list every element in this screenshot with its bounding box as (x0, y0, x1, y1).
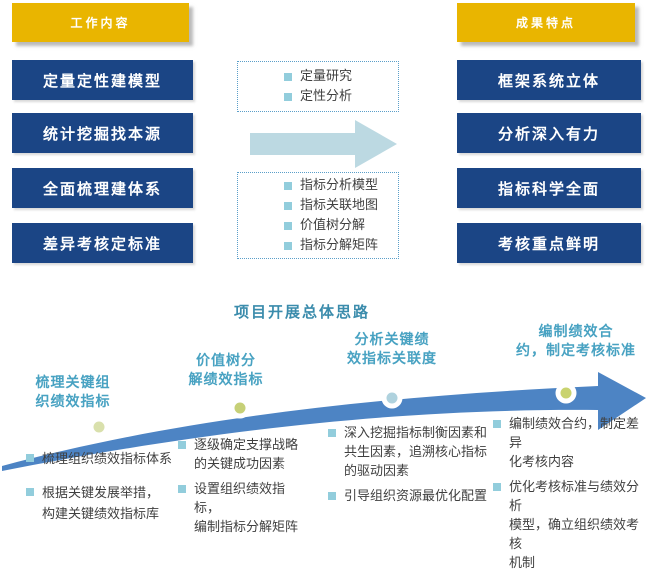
stage-label-3: 分析关键绩 效指标关联度 (333, 331, 451, 369)
stage-label-line: 织绩效指标 (35, 394, 111, 410)
bullet-square-icon (284, 201, 292, 210)
work-box-1: 定量定性建模型 (12, 60, 193, 100)
list-item-label: 价值树分解 (300, 217, 366, 233)
stage-label-line: 约，制定考核标准 (516, 343, 636, 359)
bullet-square-icon (328, 492, 336, 500)
bullet-square-icon (284, 92, 292, 101)
stage-details-1: 梳理组织绩效指标体系 根据关键发展举措， 构建关键绩效指标库 (26, 449, 178, 538)
work-content-header: 工作内容 (12, 3, 189, 42)
stage-label-1: 梳理关键组 织绩效指标 (18, 374, 128, 412)
list-item-label: 梳理组织绩效指标体系 (42, 452, 173, 467)
milestone-dot-4 (555, 382, 577, 404)
bullet-square-icon (178, 485, 186, 493)
stage-details-4: 编制绩效合约，制定差异 化考核内容 优化考核标准与绩效分析 模型，确立组织绩效考… (493, 415, 650, 579)
stage-label-2: 价值树分 解绩效指标 (172, 352, 280, 390)
list-item-label: 深入挖掘指标制衡因素和 共生因素，追溯核心指标 的驱动因素 (344, 426, 488, 479)
bullet-square-icon (328, 429, 336, 437)
result-box-2: 分析深入有力 (457, 113, 641, 153)
work-box-3: 全面梳理建体系 (12, 168, 193, 208)
result-features-header: 成果特点 (457, 3, 635, 42)
stage-label-line: 效指标关联度 (347, 351, 437, 367)
tools-dashed-box: 指标分析模型 指标关联地图 价值树分解 指标分解矩阵 (237, 172, 399, 259)
list-item: 根据关键发展举措， 构建关键绩效指标库 (26, 483, 178, 525)
list-item: 定量研究 (284, 67, 398, 87)
result-box-4: 考核重点鲜明 (457, 223, 641, 263)
list-item: 优化考核标准与绩效分析 模型，确立组织绩效考核 机制 (493, 478, 650, 573)
stage-label-line: 分析关键绩 (354, 332, 430, 348)
list-item: 价值树分解 (284, 216, 398, 236)
stage-label-line: 价值树分 (196, 353, 256, 369)
list-item: 编制绩效合约，制定差异 化考核内容 (493, 415, 650, 472)
list-item: 逐级确定支撑战略 的关键成功因素 (178, 436, 306, 474)
list-item-label: 定性分析 (300, 88, 353, 104)
list-item: 指标关联地图 (284, 196, 398, 216)
list-item-label: 引导组织资源最优化配置 (344, 489, 488, 504)
bullet-square-icon (26, 488, 34, 496)
stage-label-line: 编制绩效合 (538, 324, 614, 340)
list-item-label: 优化考核标准与绩效分析 模型，确立组织绩效考核 机制 (509, 480, 640, 571)
bullet-square-icon (284, 181, 292, 190)
stage-label-4: 编制绩效合 约，制定考核标准 (501, 323, 650, 361)
list-item: 深入挖掘指标制衡因素和 共生因素，追溯核心指标 的驱动因素 (328, 424, 494, 481)
flow-right-arrow-icon (250, 120, 397, 168)
work-box-4: 差异考核定标准 (12, 223, 193, 263)
stage-details-3: 深入挖掘指标制衡因素和 共生因素，追溯核心指标 的驱动因素 引导组织资源最优化配… (328, 424, 494, 512)
list-item-label: 指标分析模型 (300, 177, 379, 193)
bullet-square-icon (493, 483, 501, 491)
milestone-dot-3 (381, 387, 403, 409)
bullet-square-icon (493, 420, 501, 428)
stage-label-line: 解绩效指标 (188, 372, 264, 388)
work-box-2: 统计挖掘找本源 (12, 113, 193, 153)
methods-dashed-box: 定量研究 定性分析 (237, 61, 399, 112)
bullet-square-icon (26, 454, 34, 462)
list-item: 指标分析模型 (284, 176, 398, 196)
list-item-label: 设置组织绩效指标， 编制指标分解矩阵 (194, 482, 299, 535)
bullet-square-icon (284, 221, 292, 230)
list-item: 设置组织绩效指标， 编制指标分解矩阵 (178, 480, 306, 537)
milestone-dot-2 (229, 397, 251, 419)
bullet-square-icon (284, 241, 292, 250)
bottom-section-title: 项目开展总体思路 (233, 303, 370, 321)
list-item-label: 指标分解矩阵 (300, 237, 379, 253)
timeline-arrow-body (2, 372, 646, 471)
bullet-square-icon (178, 441, 186, 449)
list-item: 指标分解矩阵 (284, 236, 398, 256)
list-item-label: 定量研究 (300, 68, 353, 84)
result-box-3: 指标科学全面 (457, 168, 641, 208)
list-item-label: 逐级确定支撑战略 的关键成功因素 (194, 438, 299, 472)
list-item: 定性分析 (284, 87, 398, 107)
list-item: 梳理组织绩效指标体系 (26, 449, 178, 470)
list-item-label: 编制绩效合约，制定差异 化考核内容 (509, 417, 640, 470)
milestone-dot-1 (88, 416, 110, 438)
timeline-arrow (2, 372, 646, 471)
bullet-square-icon (284, 72, 292, 81)
list-item: 引导组织资源最优化配置 (328, 487, 494, 506)
result-box-1: 框架系统立体 (457, 60, 641, 100)
list-item-label: 根据关键发展举措， 构建关键绩效指标库 (42, 486, 160, 522)
stage-label-line: 梳理关键组 (35, 375, 111, 391)
stage-details-2: 逐级确定支撑战略 的关键成功因素 设置组织绩效指标， 编制指标分解矩阵 (178, 436, 306, 543)
list-item-label: 指标关联地图 (300, 197, 379, 213)
